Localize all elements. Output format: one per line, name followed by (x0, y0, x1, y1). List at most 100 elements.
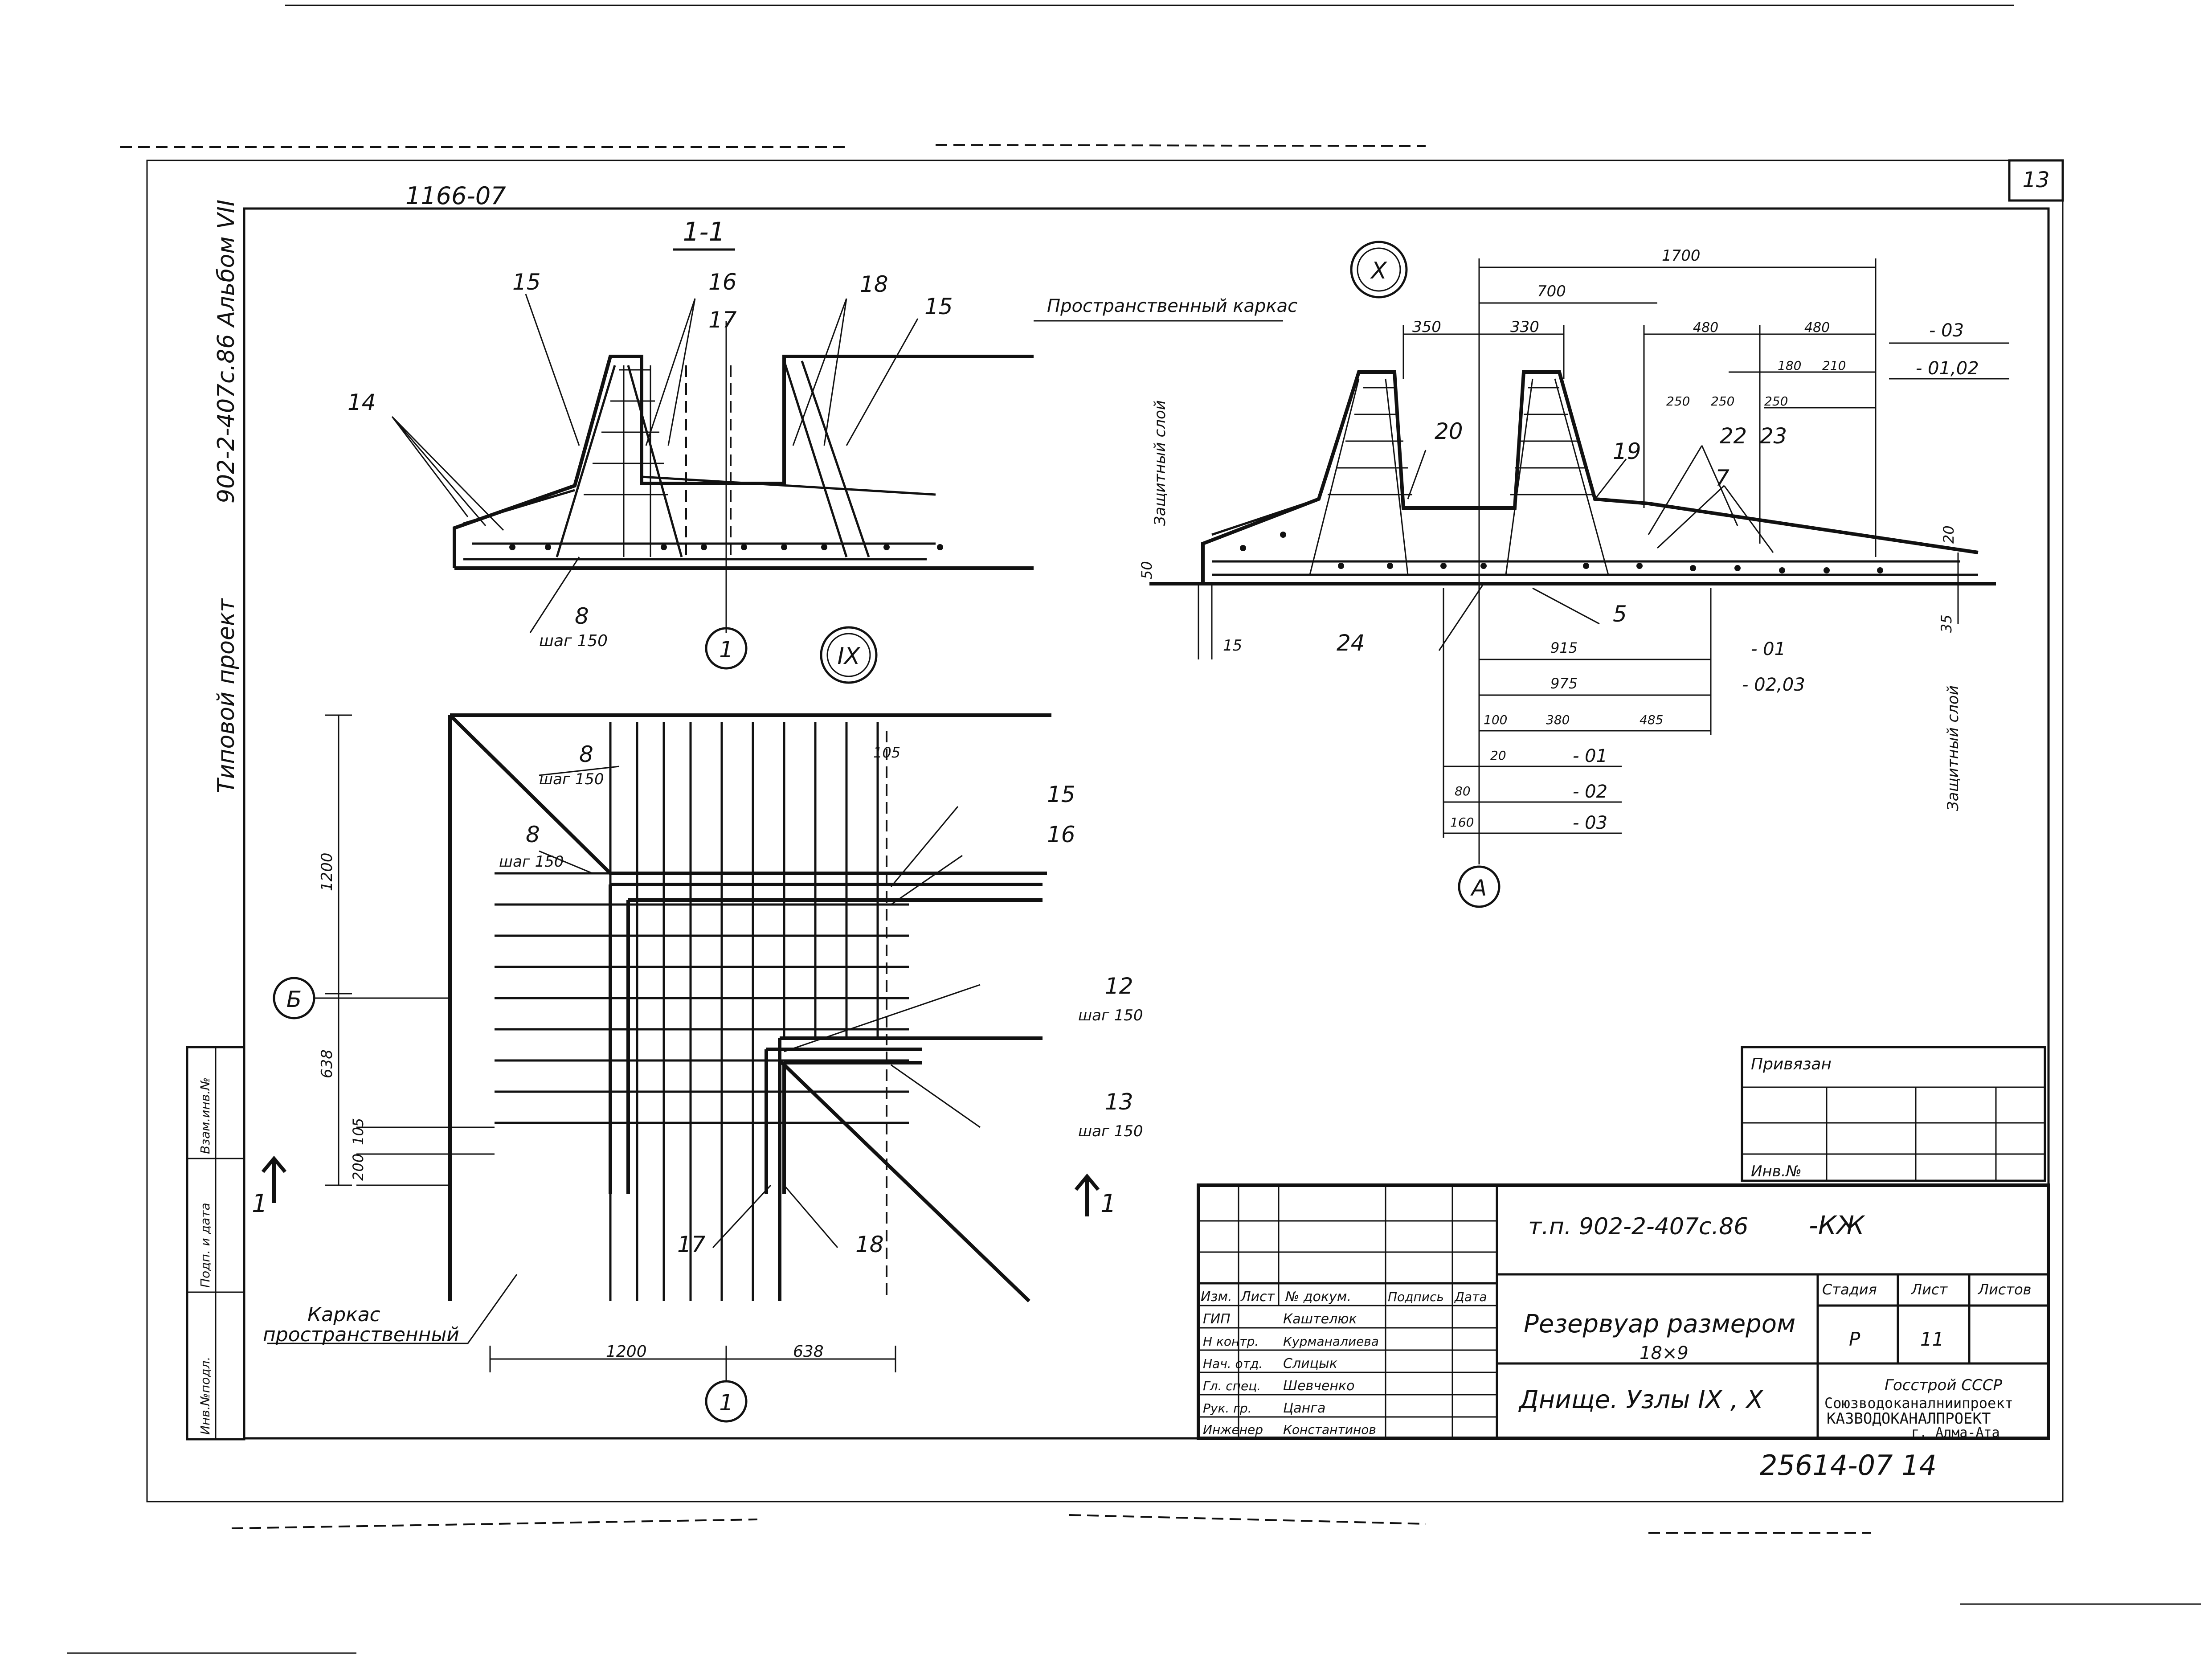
role-5: Инженер (1203, 1422, 1263, 1437)
step-label: шаг 150 (539, 632, 608, 650)
ix-marker-16: 16 (1047, 822, 1075, 847)
dim-200: 200 (350, 1154, 367, 1181)
x-dim-330: 330 (1510, 318, 1539, 336)
node-ix-id: IX (838, 643, 861, 670)
sheet-value: 11 (1920, 1328, 1944, 1350)
x-level-0203: - 02,03 (1742, 675, 1805, 695)
x-dim-250a: 250 (1666, 394, 1690, 409)
marker-18: 18 (860, 271, 888, 297)
dim-638: 638 (793, 1343, 824, 1361)
x-dim-160: 160 (1450, 815, 1474, 830)
dim-638-v: 638 (318, 1049, 336, 1078)
x-dim-250b: 250 (1711, 394, 1734, 409)
rebar-dots (509, 544, 943, 550)
name-5: Константинов (1283, 1422, 1376, 1437)
org-1: Госстрой СССР (1885, 1376, 2002, 1394)
x-dim-1700: 1700 (1662, 247, 1701, 265)
x-dim-350: 350 (1412, 318, 1441, 336)
drawing-code: 1166-07 (405, 182, 506, 210)
stage-header: Стадия (1822, 1281, 1877, 1298)
stamp-vzam: Взам.инв.№ (198, 1077, 213, 1154)
section-1-1: 1-1 Пространственный каркас 15 16 17 18 … (348, 217, 1297, 670)
x-dim-915: 915 (1550, 639, 1578, 656)
stage-value: Р (1849, 1328, 1860, 1350)
col-doc: № докум. (1284, 1289, 1351, 1305)
x-marker-20b: 20 (1940, 525, 1957, 544)
ix-step-a: шаг 150 (539, 770, 604, 788)
x-marker-19: 19 (1613, 438, 1641, 464)
node-x-id: X (1370, 258, 1387, 284)
node-ix-bubble (820, 626, 878, 684)
sheets-header: Листов (1978, 1281, 2032, 1298)
footer-number: 25614-07 14 (1760, 1449, 1937, 1482)
sheet-number: 13 (2022, 168, 2049, 192)
role-4: Рук. гр. (1203, 1401, 1252, 1416)
x-marker-15: 15 (1223, 637, 1242, 655)
outer-frame (146, 160, 2064, 1502)
x-dim-20: 20 (1490, 748, 1506, 763)
x-marker-50: 50 (1138, 561, 1155, 579)
mesh-horizontal (495, 872, 909, 1124)
cut-left: 1 (252, 1189, 268, 1218)
ix-marker-8a: 8 (579, 741, 593, 767)
x-level-01a: - 01 (1751, 639, 1786, 659)
axis-1-bubble (705, 627, 748, 670)
marker-16: 16 (708, 269, 737, 295)
ix-marker-8b: 8 (526, 822, 540, 847)
sheet-number-box (2008, 159, 2064, 202)
x-dim-80: 80 (1455, 784, 1471, 798)
role-1: Н контр. (1203, 1334, 1259, 1349)
x-marker-20: 20 (1435, 418, 1463, 444)
album-label: 902-2-407с.86 Альбом VII (213, 200, 240, 504)
ix-axis-1: 1 (719, 1390, 733, 1416)
inner-frame (243, 207, 2050, 1440)
role-3: Гл. спец. (1203, 1379, 1261, 1393)
col-sign: Подпись (1388, 1290, 1444, 1304)
section-title: 1-1 (683, 217, 725, 247)
role-2: Нач. отд. (1203, 1356, 1263, 1371)
marker-17: 17 (708, 307, 737, 333)
ix-step-b: шаг 150 (499, 853, 564, 871)
x-marker-7: 7 (1715, 465, 1730, 491)
dim-1200-v: 1200 (318, 852, 336, 891)
x-level-03b: - 03 (1573, 813, 1607, 833)
object-title: Резервуар размером (1524, 1310, 1795, 1339)
ix-axis-b: Б (286, 987, 302, 1012)
name-3: Шевченко (1283, 1378, 1355, 1394)
node-x: X 1700 700 350 330 480 480 180 210 250 2… (1138, 241, 2009, 908)
x-level-01b: - 01 (1573, 746, 1607, 766)
ix-step-12: шаг 150 (1078, 1007, 1143, 1024)
project-code: т.п. 902-2-407с.86 (1528, 1213, 1748, 1240)
x-dim-480a: 480 (1693, 320, 1718, 336)
project-mark: -КЖ (1809, 1210, 1865, 1240)
x-dim-380: 380 (1546, 712, 1570, 727)
x-dim-700: 700 (1537, 282, 1566, 300)
ix-step-13: шаг 150 (1078, 1122, 1143, 1140)
ix-frame-label-1: Каркас (307, 1303, 380, 1326)
org-2: Союзводоканалниипроект (1824, 1395, 2013, 1412)
x-protective-right: Защитный слой (1944, 685, 1962, 811)
left-stamp: Инв.№подл. Подп. и дата Взам.инв.№ (186, 1046, 245, 1441)
bound-box (1741, 1046, 2046, 1182)
node-ix: IX 1200 638 1200 638 105 105 200 8 шаг 1… (252, 626, 1143, 1423)
bound-label: Привязан (1751, 1055, 1832, 1073)
object-size: 18×9 (1640, 1343, 1689, 1363)
name-0: Каштелюк (1283, 1311, 1357, 1327)
ix-marker-18: 18 (855, 1232, 884, 1257)
x-level-02: - 02 (1573, 782, 1607, 802)
ix-marker-17: 17 (677, 1232, 706, 1257)
ix-axis-1-bubble (705, 1380, 748, 1423)
x-level-03: - 03 (1929, 320, 1964, 341)
x-axis-a: А (1470, 875, 1487, 901)
col-list: Лист (1240, 1289, 1276, 1305)
stamp-podp-data: Подп. и дата (198, 1203, 213, 1288)
ix-marker-13: 13 (1105, 1089, 1133, 1115)
name-2: Слицык (1283, 1356, 1337, 1371)
side-title: Типовой проект (213, 598, 240, 793)
ix-frame-label-2: пространственный (263, 1323, 459, 1346)
sheet-title: Днище. Узлы IX , X (1518, 1385, 1764, 1414)
x-dim-480b: 480 (1804, 320, 1830, 336)
role-0: ГИП (1203, 1311, 1231, 1327)
